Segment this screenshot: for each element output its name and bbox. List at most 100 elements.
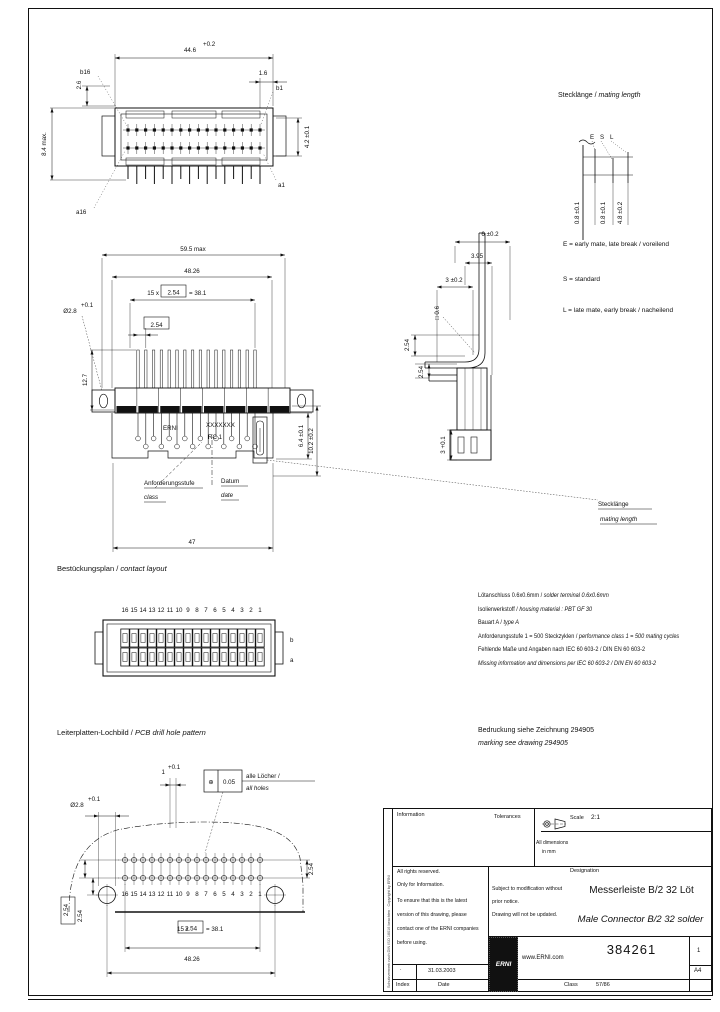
contact-spring	[203, 652, 209, 662]
pin-number: 12	[158, 607, 165, 614]
connector-pin	[230, 349, 234, 389]
mating-length-title-de: Stecklänge /	[558, 92, 597, 99]
tb-line	[392, 964, 488, 965]
contact-spring	[212, 633, 218, 643]
note-line: Anforderungsstufe 1 = 500 Steckzyklen / …	[478, 633, 679, 647]
designation-german: Messerleiste B/2 32 Löt	[589, 885, 694, 896]
tb-line	[416, 964, 417, 991]
body-base-block	[269, 406, 290, 413]
solder-eyelet	[252, 443, 258, 450]
pcb-pitch-boxed: 2.54	[185, 926, 198, 933]
pcb-pattern-title: Leiterplatten-Lochbild / PCB drill hole …	[57, 728, 206, 737]
leader-line	[204, 791, 224, 854]
dim-arrow	[94, 814, 99, 818]
drawing-rect	[177, 920, 204, 934]
contact-spring	[131, 652, 137, 662]
dim-arrow	[306, 454, 310, 459]
type-marking: XXXXXXX	[206, 422, 235, 429]
mounting-hole	[296, 393, 307, 409]
dim-arrow	[107, 971, 112, 975]
website-link[interactable]: www.ERNI.com	[522, 955, 564, 961]
pcb-dim-48-26: 48.26	[184, 956, 200, 963]
note-en: type A	[503, 619, 519, 626]
solder-eyelet	[182, 435, 188, 442]
dim-arrow	[465, 261, 470, 265]
contact-cell	[237, 628, 247, 648]
dim-arrow	[115, 814, 120, 818]
dim-arrow	[50, 108, 54, 113]
drawing-rect	[274, 631, 284, 665]
pcb-outline	[68, 821, 304, 913]
dim-arrow	[85, 101, 89, 106]
contact-cell	[210, 647, 220, 667]
drawing-rect	[221, 157, 261, 166]
pin-number: 12	[158, 891, 165, 898]
pcb-pattern-drawing: 1 +0.1 ⊕ 0.05 alle Löcher / all holes Ø2…	[60, 764, 315, 977]
dim-3-plus: 3 +0.1	[440, 436, 447, 454]
body-base-block	[116, 406, 136, 413]
dim-arrow	[250, 298, 255, 302]
dim-arrow	[455, 240, 460, 244]
pcb-dim-254: 2.54	[77, 909, 84, 922]
contact-cell	[246, 647, 256, 667]
pin-number: 6	[213, 607, 217, 614]
brand-marking: ERNI	[163, 425, 178, 432]
leader-line	[262, 152, 277, 181]
contact-cell	[255, 647, 265, 667]
dim-arrow	[268, 56, 273, 60]
tb-line	[392, 809, 393, 991]
dim-arrow	[305, 873, 309, 878]
esl-letter-s: S	[600, 134, 604, 141]
tb-line	[689, 936, 690, 991]
contact-cell	[210, 628, 220, 648]
contact-spring	[140, 652, 146, 662]
dim-pitch-single: 2.54	[150, 322, 163, 329]
tb-line	[392, 979, 711, 980]
dim-total-width: 59.5 max	[180, 246, 206, 253]
pin-number: 3	[240, 607, 244, 614]
pcb-dim-hole-tol: +0.1	[88, 796, 101, 803]
contact-spring	[248, 652, 254, 662]
leader-line	[81, 315, 103, 392]
pin-number: 10	[176, 891, 183, 898]
pin-number: 6	[213, 891, 217, 898]
contact-spring	[149, 633, 155, 643]
drawing-rect	[106, 623, 272, 673]
pin-label-a1: a1	[278, 182, 285, 189]
contact-layout-title: Bestückungsplan / contact layout	[57, 564, 167, 573]
contact-cell	[156, 647, 166, 667]
pin-number: 7	[204, 607, 208, 614]
front-view-drawing: 59.5 max 48.26 15 x 2.54 = 38.1 2.54 Ø2.…	[63, 246, 657, 552]
esl-letter-e: E	[590, 134, 594, 141]
contact-cell	[228, 628, 238, 648]
rights-line: before using.	[397, 940, 427, 946]
leader-line	[600, 140, 613, 160]
contact-spring	[194, 652, 200, 662]
solder-eyelet	[236, 443, 243, 450]
connector-pin	[167, 349, 171, 389]
connector-pin	[222, 349, 226, 389]
drawing-rect	[160, 284, 187, 298]
drawing-rect	[449, 429, 492, 461]
contact-cell	[246, 628, 256, 648]
esl-dim-s: 0.8 ±0.1	[600, 201, 607, 224]
leader-line	[154, 441, 203, 489]
contact-spring	[230, 652, 236, 662]
pcb-tol-value: 0.05	[223, 779, 236, 786]
technical-notes: Lötanschluss 0.6x0.6mm / solder terminal…	[478, 592, 715, 673]
pin-number: 10	[176, 607, 183, 614]
contact-cell	[237, 647, 247, 667]
dim-arrow	[315, 471, 319, 476]
dim-48-26: 48.26	[184, 268, 200, 275]
dim-arrow	[102, 253, 107, 257]
scale-label: Scale	[570, 815, 584, 821]
drawing-rect	[171, 157, 217, 166]
dim-arrow	[468, 285, 473, 289]
drawing-rect	[470, 436, 478, 454]
dim-arrow	[487, 261, 492, 265]
contact-cell	[165, 628, 175, 648]
contact-spring	[212, 652, 218, 662]
body-base-block	[160, 406, 180, 413]
connector-pin	[175, 349, 179, 389]
